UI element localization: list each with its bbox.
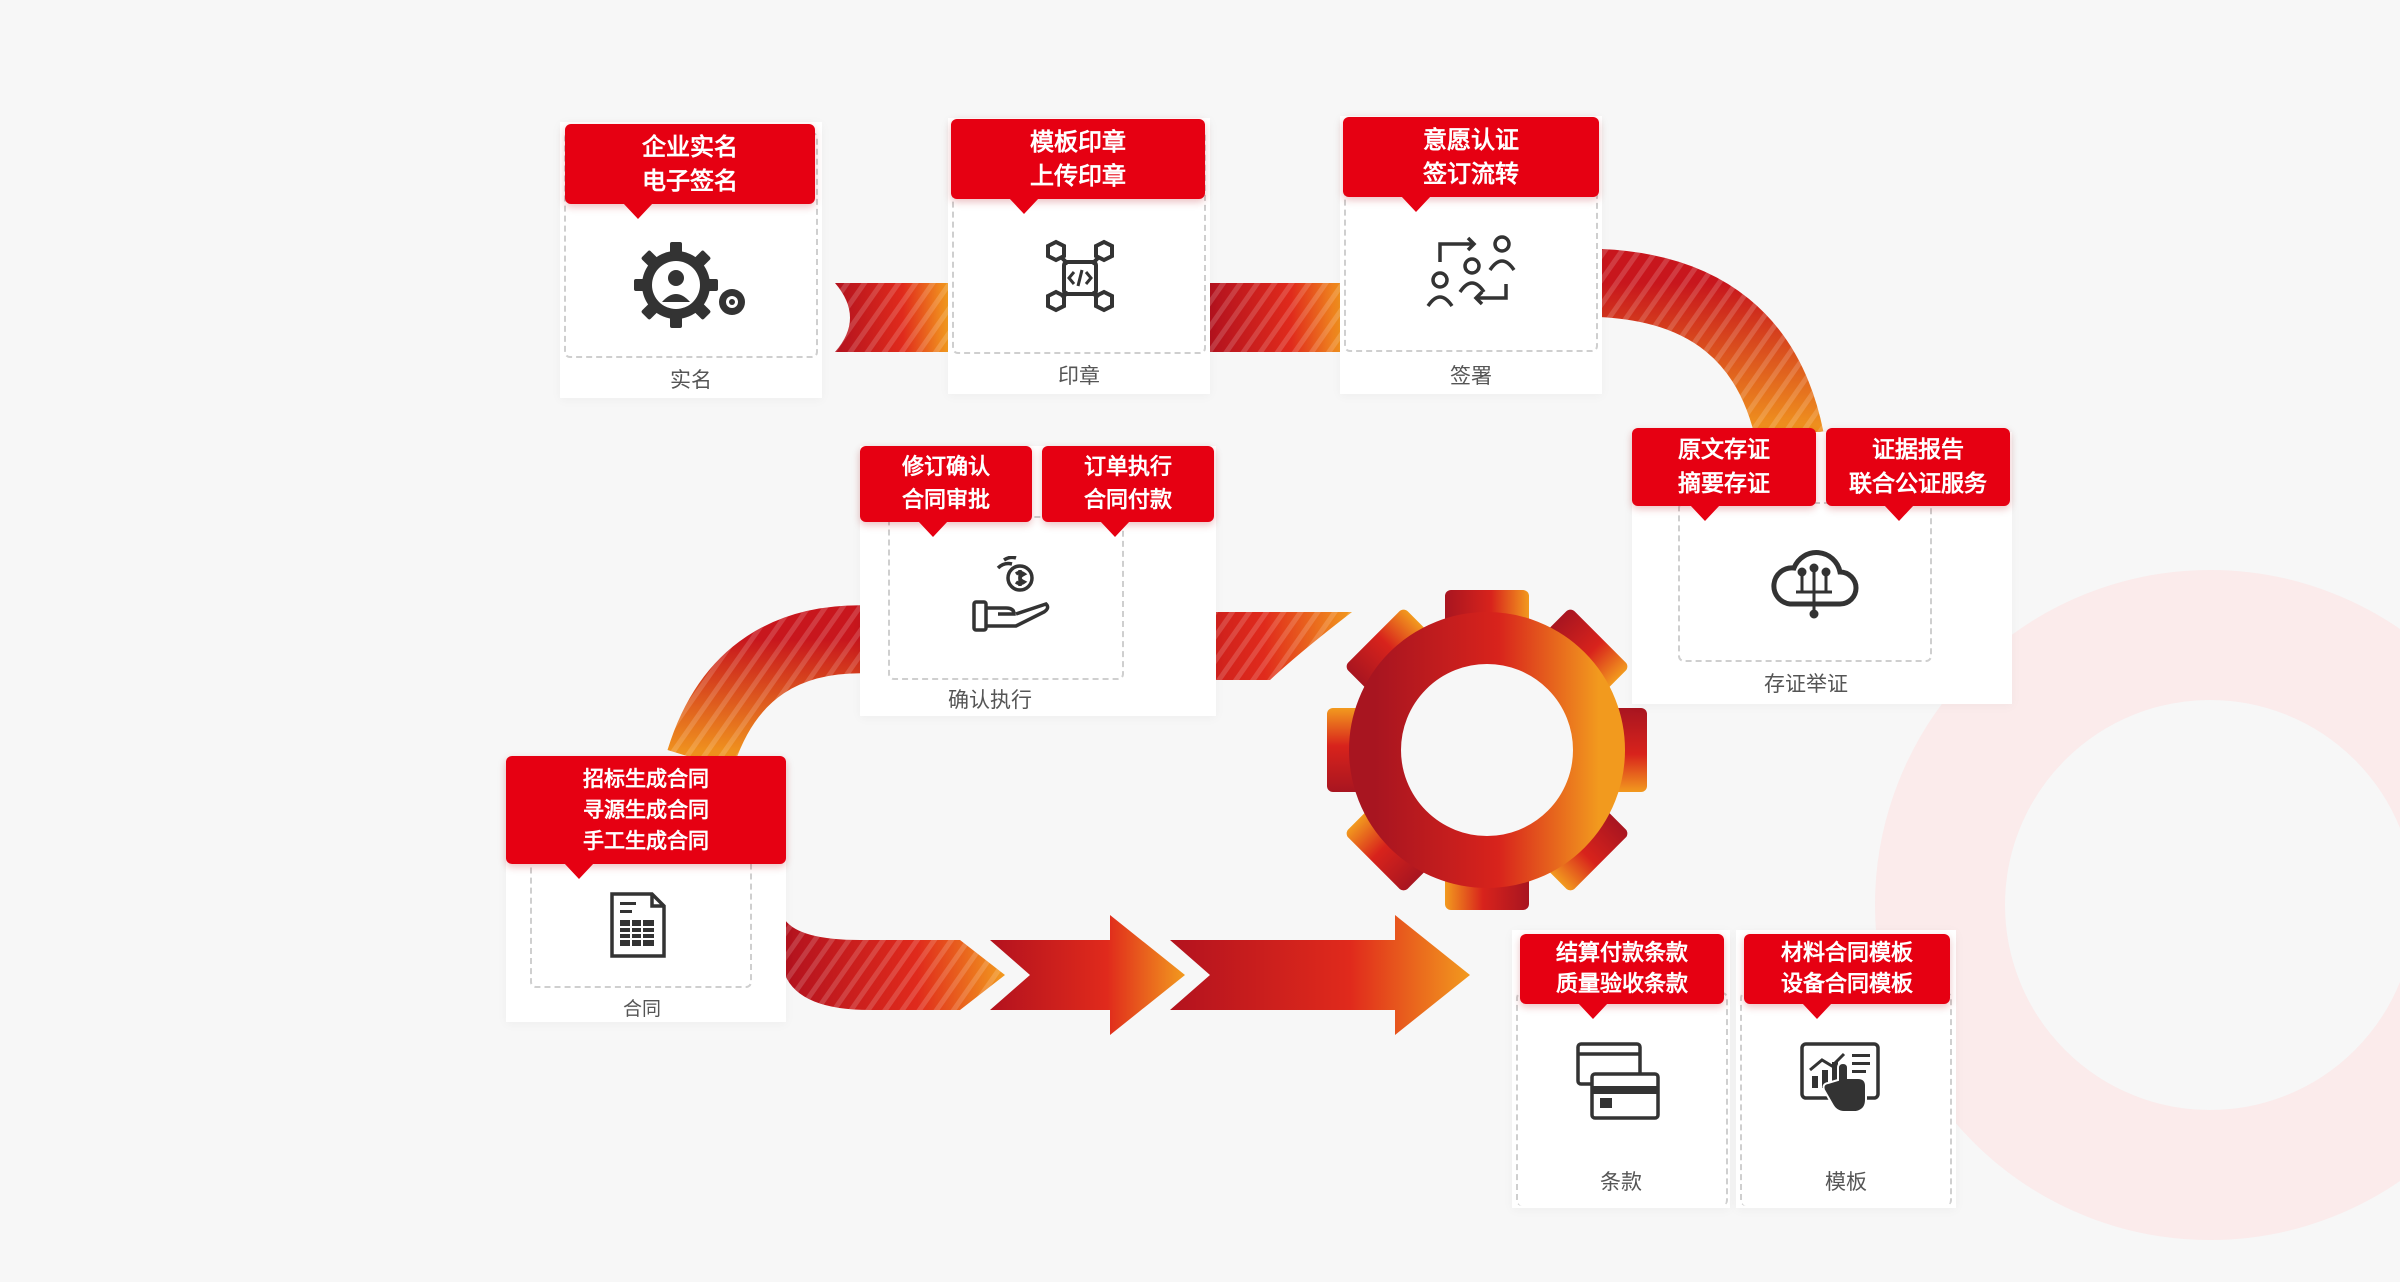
tag-line: 模板印章	[1030, 128, 1126, 156]
tag-qianshu: 意愿认证 签订流转	[1343, 117, 1599, 212]
step-caption: 实名	[670, 368, 712, 392]
center-gear	[1327, 590, 1647, 910]
tag-line: 手工生成合同	[583, 828, 709, 853]
tag-line: 寻源生成合同	[583, 797, 709, 822]
tag-cunzheng-b: 证据报告 联合公证服务	[1826, 428, 2010, 521]
tag-line: 结算付款条款	[1555, 941, 1688, 966]
tag-line: 合同付款	[1083, 488, 1172, 513]
step-caption: 条款	[1600, 1170, 1642, 1194]
tag-moban: 材料合同模板 设备合同模板	[1744, 934, 1950, 1019]
tag-line: 上传印章	[1030, 162, 1126, 190]
tag-tiaokuan: 结算付款条款 质量验收条款	[1520, 934, 1724, 1019]
tag-line: 签订流转	[1423, 160, 1519, 188]
bg-decor-ring	[1875, 570, 2400, 1240]
step-caption: 模板	[1825, 1170, 1867, 1194]
tag-hetong: 招标生成合同 寻源生成合同 手工生成合同	[506, 756, 786, 879]
tag-line: 设备合同模板	[1780, 972, 1913, 997]
tag-line: 质量验收条款	[1555, 972, 1688, 997]
tag-line: 摘要存证	[1678, 471, 1770, 497]
tag-queren-b: 订单执行 合同付款	[1042, 446, 1214, 537]
tag-line: 证据报告	[1872, 437, 1964, 463]
blockchain-code-icon	[1046, 239, 1114, 313]
user-gear-icon	[634, 242, 745, 328]
step-caption: 确认执行	[948, 688, 1032, 712]
step-caption: 合同	[622, 998, 661, 1020]
arrow-bottom-1	[990, 915, 1185, 1035]
tag-line: 意愿认证	[1423, 126, 1519, 154]
tag-yinzhang: 模板印章 上传印章	[951, 119, 1205, 214]
arrow-bottom-2	[1170, 915, 1470, 1035]
tag-line: 原文存证	[1678, 437, 1770, 463]
card-icon	[1576, 1042, 1660, 1120]
tag-line: 修订确认	[901, 455, 990, 480]
tag-shiming: 企业实名 电子签名	[565, 124, 815, 219]
tag-line: 合同审批	[901, 488, 990, 513]
tag-line: 招标生成合同	[583, 766, 709, 791]
users-exchange-icon	[1426, 235, 1516, 308]
tag-line: 订单执行	[1083, 455, 1172, 480]
step-caption: 存证举证	[1764, 672, 1848, 696]
tag-line: 材料合同模板	[1780, 941, 1913, 966]
cloud-network-icon	[1771, 550, 1859, 619]
tablet-chart-icon	[1800, 1042, 1880, 1113]
document-icon	[610, 892, 666, 958]
hand-coin-icon	[972, 556, 1050, 632]
step-caption: 签署	[1450, 364, 1492, 388]
tag-line: 企业实名	[642, 133, 738, 161]
tag-queren-a: 修订确认 合同审批	[860, 446, 1032, 537]
tag-cunzheng-a: 原文存证 摘要存证	[1632, 428, 1816, 521]
tag-line: 联合公证服务	[1849, 471, 1987, 497]
tag-line: 电子签名	[642, 167, 738, 195]
step-caption: 印章	[1058, 364, 1100, 388]
